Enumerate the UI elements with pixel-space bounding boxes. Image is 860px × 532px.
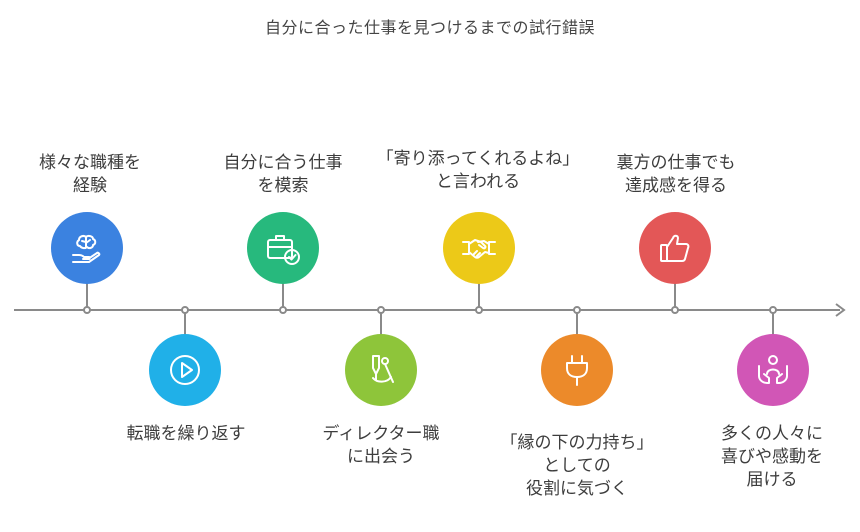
milestone-dot bbox=[279, 306, 287, 314]
milestone-2-circle bbox=[149, 334, 221, 406]
milestone-7-circle bbox=[639, 212, 711, 284]
milestone-dot bbox=[769, 306, 777, 314]
milestone-dot bbox=[377, 306, 385, 314]
milestone-4-circle bbox=[345, 334, 417, 406]
milestone-tick bbox=[184, 310, 186, 336]
milestone-tick bbox=[282, 283, 284, 309]
milestone-3-circle bbox=[247, 212, 319, 284]
thumbs-up-icon bbox=[660, 234, 690, 262]
milestone-5-circle bbox=[443, 212, 515, 284]
milestone-3-label: 自分に合う仕事 を模索 bbox=[223, 153, 343, 196]
milestone-tick bbox=[576, 310, 578, 336]
milestone-8-circle bbox=[737, 334, 809, 406]
milestone-tick bbox=[86, 283, 88, 309]
handshake-icon bbox=[462, 239, 496, 259]
milestone-1-circle bbox=[51, 212, 123, 284]
plug-icon bbox=[566, 355, 588, 386]
compass-pen-icon bbox=[372, 355, 394, 383]
milestone-8-label: 多くの人々に 喜びや感動を 届ける bbox=[721, 424, 823, 490]
timeline-axis bbox=[14, 309, 840, 311]
milestone-dot bbox=[573, 306, 581, 314]
milestone-dot bbox=[181, 306, 189, 314]
milestone-6-label: 「縁の下の力持ち」 としての 役割に気づく bbox=[500, 433, 654, 499]
play-icon bbox=[170, 355, 200, 385]
milestone-dot bbox=[671, 306, 679, 314]
diagram-title: 自分に合った仕事を見つけるまでの試行錯誤 bbox=[264, 18, 595, 37]
person-hands-icon bbox=[758, 355, 788, 384]
milestone-1-label: 様々な職種を 経験 bbox=[39, 153, 141, 196]
brain-hand-icon bbox=[72, 234, 101, 263]
milestone-dot bbox=[83, 306, 91, 314]
milestone-tick bbox=[380, 310, 382, 336]
milestone-tick bbox=[674, 283, 676, 309]
milestone-dot bbox=[475, 306, 483, 314]
arrow-head-icon bbox=[835, 303, 846, 317]
milestone-2-label: 転職を繰り返す bbox=[126, 424, 246, 444]
milestone-tick bbox=[478, 283, 480, 309]
milestone-4-label: ディレクター職 に出会う bbox=[322, 424, 440, 467]
milestone-5-label: 「寄り添ってくれるよね」 と言われる bbox=[376, 149, 580, 192]
briefcase-check-icon bbox=[267, 235, 300, 265]
milestone-6-circle bbox=[541, 334, 613, 406]
milestone-7-label: 裏方の仕事でも 達成感を得る bbox=[616, 153, 736, 196]
milestone-tick bbox=[772, 310, 774, 336]
